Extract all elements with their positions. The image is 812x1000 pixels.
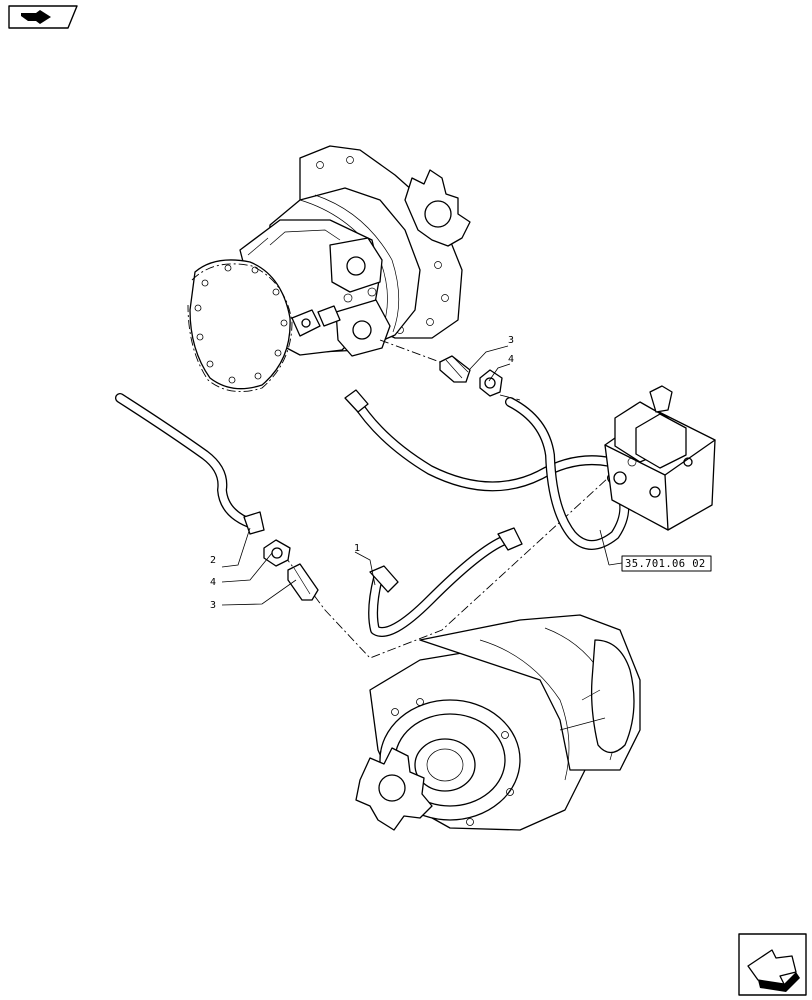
upper-drive-motor — [187, 145, 471, 393]
control-valve-block — [604, 385, 716, 531]
callout-part-1: 1 — [354, 543, 360, 554]
upper-adapter-fitting — [439, 355, 471, 383]
callout-part-3-upper: 3 — [508, 335, 514, 346]
upper-nut-fitting — [479, 369, 503, 397]
assembly-centerline-upper — [379, 339, 441, 363]
hose-part-1 — [368, 527, 523, 637]
callout-part-2: 2 — [210, 555, 216, 566]
lower-adapter-fitting — [287, 563, 319, 601]
callout-part-4-upper: 4 — [508, 354, 514, 365]
view-toggle-icon[interactable] — [8, 5, 78, 29]
lower-drive-motor — [355, 614, 641, 831]
hose-part-2 — [115, 393, 265, 535]
callout-part-3-lower: 3 — [210, 600, 216, 611]
cross-reference-label: 35.701.06 02 — [625, 558, 706, 570]
hose-to-valve-upper — [344, 389, 615, 492]
callout-part-4-lower: 4 — [210, 577, 216, 588]
hose-to-valve-lower — [505, 397, 630, 550]
assembly-centerline-right — [499, 394, 521, 401]
cross-reference-box[interactable]: 35.701.06 02 — [608, 555, 712, 572]
next-page-arrow-icon[interactable] — [738, 933, 807, 996]
lower-nut-fitting — [263, 539, 291, 567]
leader-lines — [221, 345, 610, 606]
